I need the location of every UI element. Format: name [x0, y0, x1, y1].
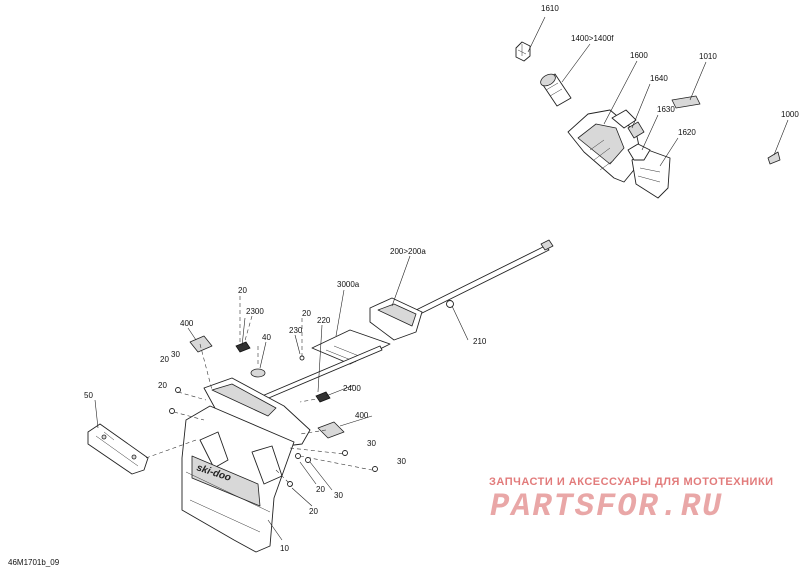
callout-1640: 1640 [650, 74, 668, 83]
callout-210: 210 [473, 337, 487, 346]
decal-small-part [767, 151, 781, 165]
callout-230: 230 [289, 326, 303, 335]
dashed-lines [145, 296, 373, 487]
callout-2400: 2400 [343, 384, 361, 393]
housing-part [567, 109, 643, 183]
callout-400-right: 400 [355, 411, 369, 420]
callout-1600: 1600 [630, 51, 648, 60]
callout-30-bottom: 30 [334, 491, 343, 500]
bulb-part [540, 73, 572, 107]
upper-assembly [515, 41, 781, 199]
callout-20-left-b: 20 [158, 381, 167, 390]
hardware [169, 335, 378, 487]
callout-30-right-b: 30 [397, 457, 406, 466]
callout-20-mid: 20 [302, 309, 311, 318]
watermark-tagline: ЗАПЧАСТИ И АКСЕССУАРЫ ДЛЯ МОТОТЕХНИКИ [489, 476, 774, 488]
callout-1630: 1630 [657, 105, 675, 114]
clip-2400-part [315, 391, 331, 403]
callout-40: 40 [262, 333, 271, 342]
callout-20-top: 20 [238, 286, 247, 295]
clip-part [515, 41, 531, 62]
flap-assembly: ski-doo [181, 377, 311, 553]
callout-50: 50 [84, 391, 93, 400]
callout-1610: 1610 [541, 4, 559, 13]
callout-1000: 1000 [781, 110, 799, 119]
callout-20-bottom-a: 20 [316, 485, 325, 494]
callout-10: 10 [280, 544, 289, 553]
lens-part [627, 143, 651, 161]
drawing-code: 46M1701b_09 [8, 558, 60, 567]
clip-2300-part [235, 341, 251, 353]
callout-1400-1400f: 1400>1400f [571, 34, 614, 43]
callout-220: 220 [317, 316, 331, 325]
rod-assembly [369, 239, 554, 341]
callout-2300: 2300 [246, 307, 264, 316]
decal-part [671, 95, 701, 109]
decal-400b-part [317, 421, 345, 439]
callout-200-200a: 200>200a [390, 247, 426, 256]
reflector-part [627, 121, 645, 139]
decal-400-part [189, 335, 213, 353]
callout-1010: 1010 [699, 52, 717, 61]
callout-20-left-a: 20 [160, 355, 169, 364]
callouts: 1610 1400>1400f 1600 1640 1010 1630 1000… [84, 4, 799, 553]
lower-leaders [94, 255, 469, 541]
callout-1620: 1620 [678, 128, 696, 137]
callout-400-left: 400 [180, 319, 194, 328]
upper-leaders [527, 16, 789, 167]
callout-30-left: 30 [171, 350, 180, 359]
grommet-40-part [250, 368, 266, 378]
callout-30-right-a: 30 [367, 439, 376, 448]
plate-assembly [261, 329, 391, 401]
watermark-brand: PARTSFOR.RU [490, 488, 724, 525]
bracket-50-part [87, 423, 149, 475]
callout-3000a: 3000a [337, 280, 360, 289]
callout-20-bottom-b: 20 [309, 507, 318, 516]
